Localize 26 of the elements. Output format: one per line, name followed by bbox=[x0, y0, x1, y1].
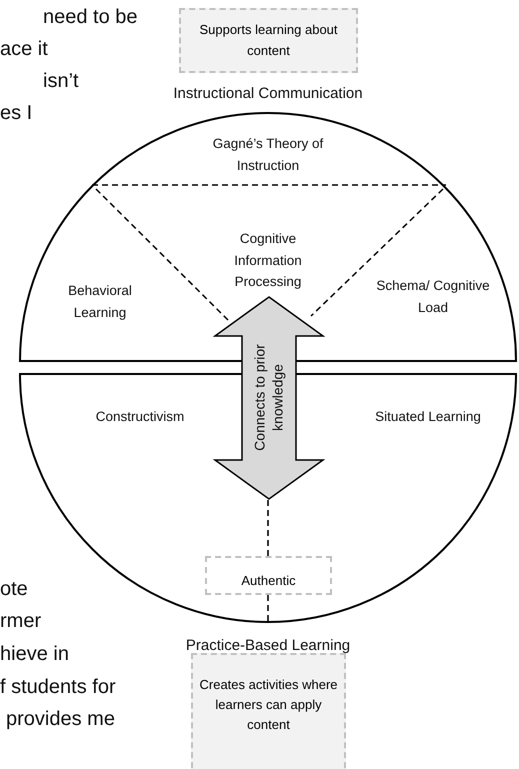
body-text-fragment: es I bbox=[0, 102, 32, 125]
note-box bbox=[179, 8, 358, 73]
body-text-fragment: provides me bbox=[6, 708, 115, 731]
region-label: Situated Learning bbox=[374, 408, 482, 426]
dashed-connector bbox=[267, 595, 269, 622]
body-text-fragment: rmer bbox=[0, 610, 42, 633]
box-text: Authentic bbox=[240, 572, 297, 590]
body-text-fragment: ote bbox=[0, 578, 28, 601]
body-text-fragment: ace it bbox=[0, 38, 48, 61]
region-label: Schema/ Cognitive Load bbox=[375, 277, 491, 317]
note-box bbox=[191, 653, 346, 769]
box-text: Supports learning about content bbox=[198, 21, 339, 60]
dashed-connector bbox=[267, 500, 269, 556]
region-label: Constructivism bbox=[94, 408, 186, 426]
body-text-fragment: f students for bbox=[0, 676, 116, 699]
box-text: Creates activities where learners can apply content bbox=[198, 676, 338, 734]
section-heading: Instructional Communication bbox=[173, 84, 363, 104]
region-label: Behavioral Learning bbox=[67, 282, 133, 322]
region-label: Gagné’s Theory of Instruction bbox=[212, 135, 324, 175]
region-label: Cognitive Information Processing bbox=[233, 230, 303, 292]
arrow-text: Connects to prior knowledge bbox=[252, 343, 286, 453]
body-text-fragment: hieve in bbox=[0, 643, 69, 666]
note-box bbox=[205, 556, 332, 595]
body-text-fragment: need to be bbox=[43, 6, 138, 29]
body-text-fragment: isn’t bbox=[43, 70, 79, 93]
section-heading: Practice-Based Learning bbox=[186, 636, 350, 655]
